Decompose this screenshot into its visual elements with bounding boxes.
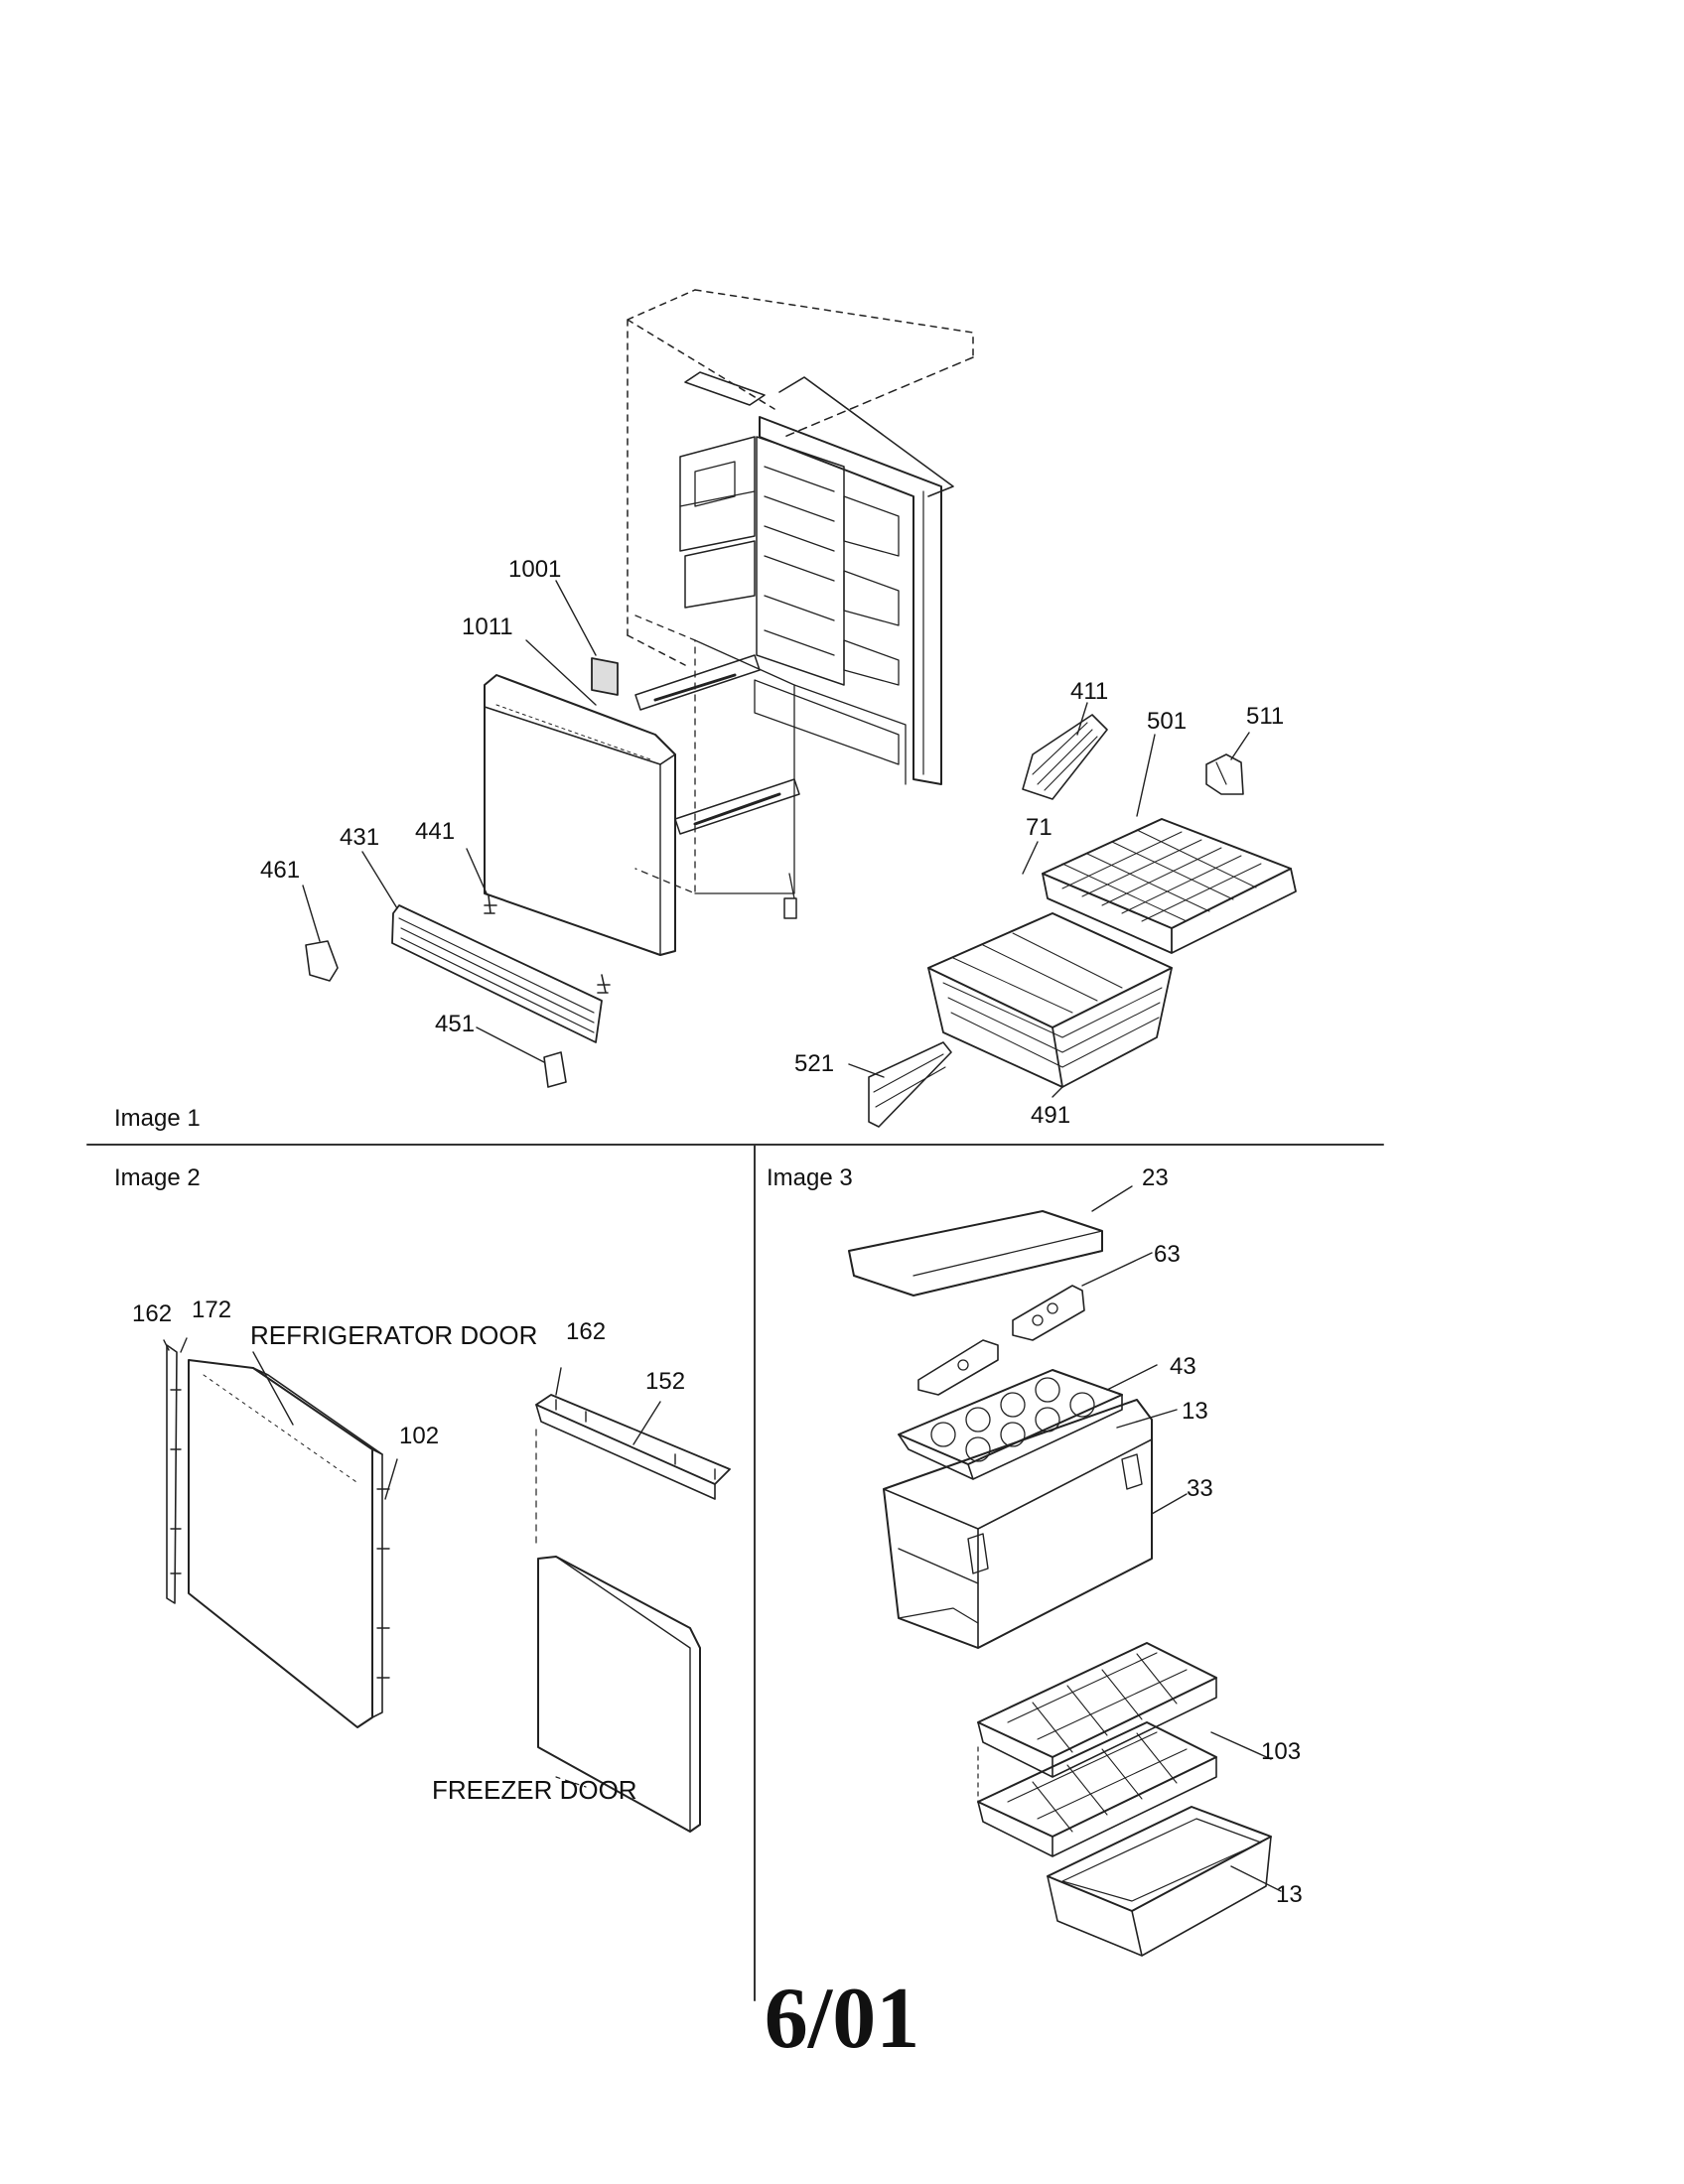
callout-411: 411	[1070, 678, 1109, 705]
callout-13-bin: 13	[1182, 1398, 1208, 1425]
revision-date: 6/01	[764, 1971, 920, 2067]
part-521-divider	[868, 1041, 952, 1128]
image3-leaders	[1081, 1185, 1282, 1892]
callout-33: 33	[1187, 1475, 1213, 1502]
callout-511: 511	[1246, 703, 1285, 730]
refrigerator-cabinet	[627, 289, 974, 919]
image1-leaders	[302, 580, 1250, 1098]
callout-521: 521	[794, 1050, 835, 1077]
part-411-divider	[1022, 714, 1108, 800]
callout-451: 451	[435, 1011, 476, 1037]
callout-43: 43	[1170, 1353, 1196, 1380]
part-431-trim	[391, 904, 603, 1043]
callout-501: 501	[1147, 708, 1188, 735]
caption-refrigerator-door: REFRIGERATOR DOOR	[250, 1320, 538, 1350]
callout-162-trim: 162	[566, 1318, 607, 1345]
image2-door-parts	[166, 1344, 731, 1833]
part-511-bracket	[1205, 753, 1244, 795]
callout-162-hinge: 162	[132, 1300, 173, 1327]
callout-23: 23	[1142, 1164, 1169, 1191]
section-title-image-3: Image 3	[767, 1164, 853, 1191]
callout-461: 461	[260, 857, 301, 884]
small-parts	[305, 894, 611, 1088]
callout-172: 172	[192, 1297, 232, 1323]
callout-1001: 1001	[508, 556, 562, 583]
caption-freezer-door: FREEZER DOOR	[432, 1775, 637, 1805]
image2-leaders	[163, 1337, 661, 1500]
callout-71: 71	[1026, 814, 1052, 841]
callout-152: 152	[645, 1368, 686, 1395]
part-1001	[591, 657, 619, 696]
part-501-upper-basket	[1042, 818, 1297, 954]
callout-1011: 1011	[462, 614, 513, 640]
callout-102: 102	[399, 1423, 440, 1449]
callout-13-ice-bin: 13	[1276, 1881, 1303, 1908]
section-dividers	[86, 1144, 1384, 2001]
part-491-lower-basket	[927, 912, 1173, 1088]
callout-431: 431	[340, 824, 380, 851]
image3-parts	[848, 1210, 1272, 1957]
section-title-image-1: Image 1	[114, 1105, 201, 1132]
callout-491: 491	[1031, 1102, 1071, 1129]
callout-103: 103	[1261, 1738, 1302, 1765]
callout-63: 63	[1154, 1241, 1181, 1268]
section-title-image-2: Image 2	[114, 1164, 201, 1191]
callout-441: 441	[415, 818, 456, 845]
freezer-drawer-front	[484, 674, 676, 956]
